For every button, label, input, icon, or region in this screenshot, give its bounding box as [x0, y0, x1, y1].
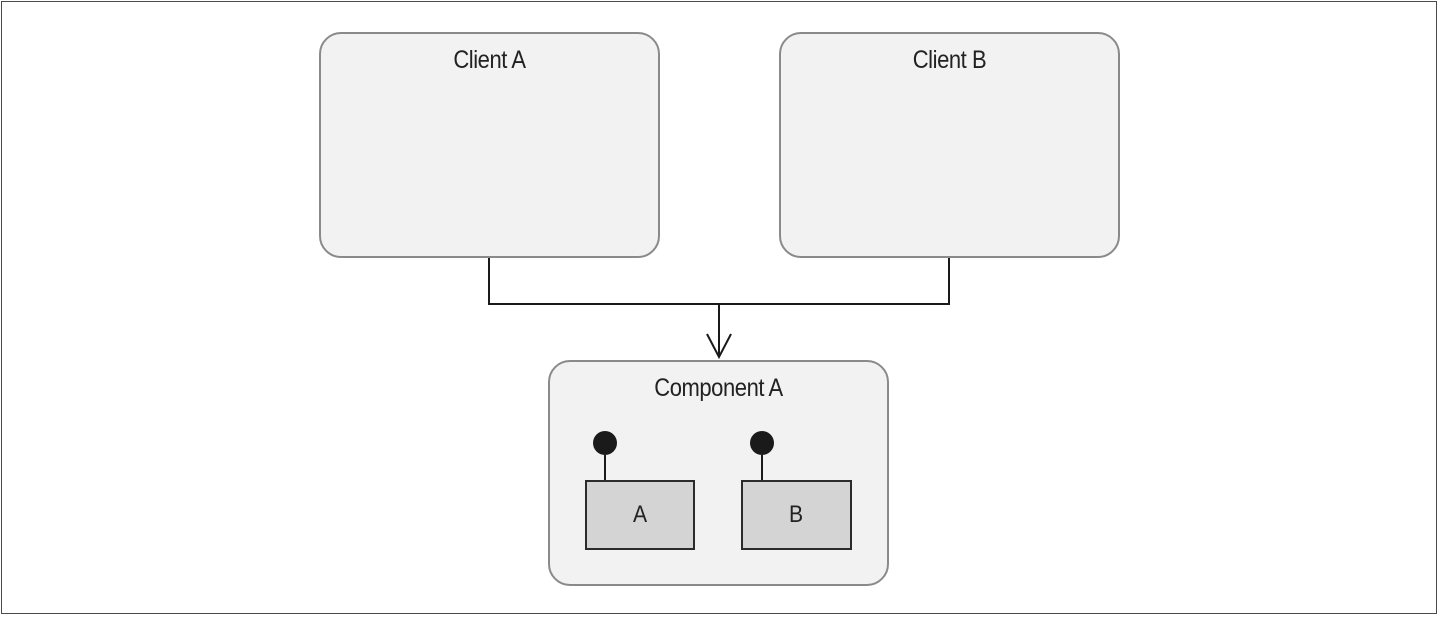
interface-b-box: B [741, 480, 852, 550]
client-b-node: Client B [779, 32, 1120, 258]
component-a-node: Component A [548, 360, 889, 586]
component-a-label: Component A [654, 374, 783, 402]
interface-a-label: A [632, 501, 648, 528]
client-b-label: Client B [912, 46, 987, 74]
interface-a-box: A [585, 480, 695, 550]
client-a-label: Client A [453, 46, 526, 74]
interface-b-label: B [789, 501, 804, 528]
client-a-node: Client A [319, 32, 660, 258]
